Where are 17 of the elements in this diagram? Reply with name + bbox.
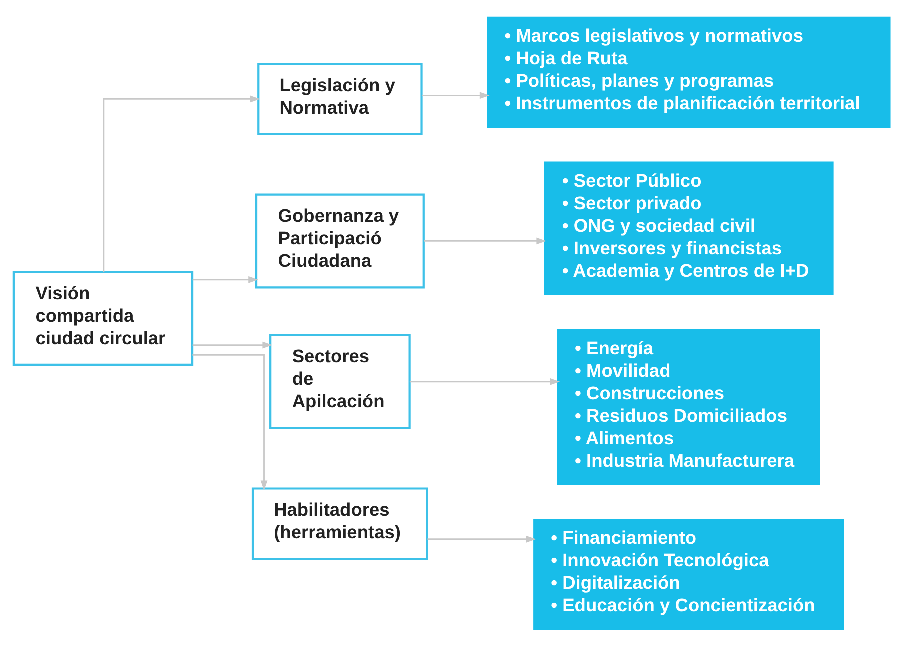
node-box: • Sector Público • Sector privado • ONG y sociedad civil • Inversores y financistas • Academia y Centros de I+D [544,162,834,296]
node-box: Visión compartida ciudad circular [12,271,194,366]
node-box: • Marcos legislativos y normativos • Hoja de Ruta • Políticas, planes y programas • Instrumentos de planificación territorial [487,16,891,128]
arrow [192,276,258,284]
node-box: • Financiamiento • Innovación Tecnológica • Digitalización • Educación y Concientización [534,518,844,630]
arrow [192,354,268,491]
node-box: Legislación y Normativa [258,62,423,136]
node-box: • Energía • Movilidad • Construcciones • Residuos Domiciliados • Alimentos • Industria Manufacturera [557,329,820,486]
arrow [424,238,547,245]
arrow [410,378,560,386]
arrow [103,96,260,272]
node-box: Habilitadores (herramientas) [252,488,428,560]
arrow [428,536,536,543]
arrow [192,342,273,349]
arrow [422,92,490,100]
node-box: Sectores de Apilcación [270,334,411,430]
node-box: Gobernanza y Participació Ciudadana [255,194,425,289]
